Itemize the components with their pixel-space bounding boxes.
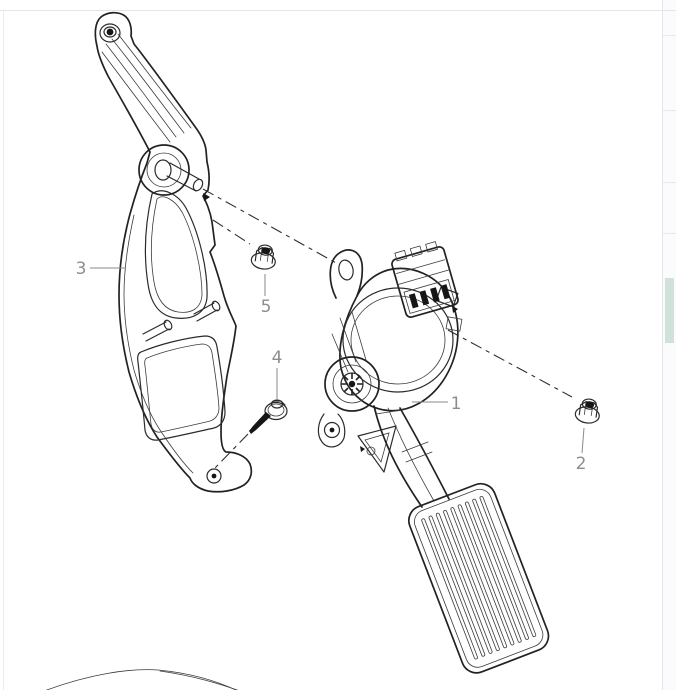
callout-2: 2 bbox=[576, 454, 587, 474]
connector bbox=[391, 241, 459, 318]
page-top-border bbox=[0, 10, 676, 11]
callout-1: 1 bbox=[451, 394, 462, 414]
scrollbar-tick bbox=[663, 110, 676, 111]
scrollbar-tick bbox=[663, 35, 676, 36]
scrollbar-track[interactable] bbox=[662, 0, 676, 690]
pedal-pad bbox=[407, 482, 550, 674]
part-flange-nut-5 bbox=[250, 244, 276, 270]
scrollbar-tick bbox=[663, 233, 676, 234]
scrollbar-tick bbox=[663, 182, 676, 183]
next-diagram-edge bbox=[45, 669, 239, 690]
assembly-dashed-lines bbox=[202, 188, 573, 470]
part-flange-nut-2 bbox=[574, 398, 600, 424]
part-pedal-assembly bbox=[317, 241, 550, 674]
callout-4: 4 bbox=[272, 348, 283, 368]
part-flange-bolt-4 bbox=[249, 399, 288, 434]
scrollbar-thumb[interactable] bbox=[665, 278, 674, 343]
page-left-border bbox=[3, 10, 4, 690]
callout-3: 3 bbox=[76, 259, 87, 279]
part-mounting-bracket bbox=[94, 11, 253, 493]
callout-5: 5 bbox=[261, 297, 272, 317]
callout-leaders bbox=[90, 267, 585, 454]
